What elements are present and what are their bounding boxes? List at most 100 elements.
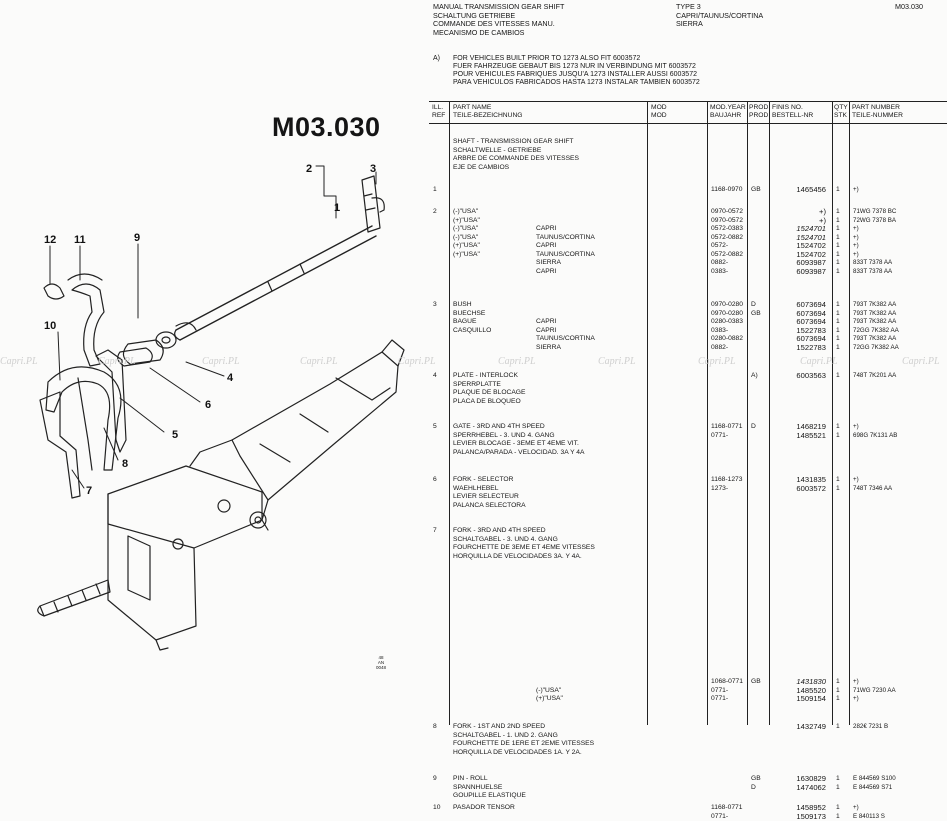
callout-3: 3 xyxy=(370,163,376,175)
ill-ref: 4 xyxy=(433,372,437,379)
callout-10: 10 xyxy=(44,320,56,332)
cell-qty: 1 xyxy=(836,372,840,379)
watermark: Capri.PL xyxy=(202,356,240,367)
ill-ref: 6 xyxy=(433,476,437,483)
part-name: PASADOR TENSOR xyxy=(453,804,515,811)
callout-8: 8 xyxy=(122,458,128,470)
watermark: Capri.PL xyxy=(0,356,38,367)
diagram-corner-stamp: 48 AN 0048 xyxy=(376,655,387,670)
callout-5: 5 xyxy=(172,429,178,441)
callout-2: 2 xyxy=(306,163,312,175)
cell-prod: D xyxy=(751,423,756,430)
header-type-block: TYPE 3 CAPRI/TAUNUS/CORTINA SIERRA xyxy=(676,2,764,29)
gear-shift-drawing: 1 2 3 4 5 6 7 8 9 10 11 12 xyxy=(37,163,405,651)
cell-mod: (-)"USA"(+)"USA" xyxy=(536,686,563,703)
cell-part: +)698G 7K131 AB xyxy=(853,423,898,439)
cell-qty: 1 xyxy=(836,723,840,730)
ill-ref: 3 xyxy=(433,301,437,308)
header-title-block: MANUAL TRANSMISSION GEAR SHIFT SCHALTUNG… xyxy=(433,2,565,37)
watermark: Capri.PL xyxy=(300,356,338,367)
cell-part: +)748T 7346 AA xyxy=(853,476,893,492)
callout-7: 7 xyxy=(86,485,92,497)
cell-part: +)71WG 7230 AA+) xyxy=(853,678,896,702)
watermark: Capri.PL xyxy=(902,356,940,367)
ill-ref: 9 xyxy=(433,775,437,782)
ill-ref: 2 xyxy=(433,208,437,215)
part-name: (-)"USA"(+)"USA"(-)"USA"(-)"USA"(+)"USA"… xyxy=(453,208,480,258)
watermark: Capri.PL xyxy=(698,356,736,367)
cell-part: 282€ 7231 B xyxy=(853,723,889,730)
note-label: A) xyxy=(433,55,440,62)
cell-prod: GB xyxy=(751,186,761,193)
col-ill: ILL.REF xyxy=(432,104,446,119)
header-page-code: M03.030 xyxy=(895,2,923,11)
cell-fins: 6003563 xyxy=(796,371,826,380)
cell-part: 748T 7K201 AA xyxy=(853,372,897,379)
diagram-code: M03.030 xyxy=(272,112,381,142)
ill-ref: 1 xyxy=(433,186,437,193)
exploded-diagram: 1 2 3 4 5 6 7 8 9 10 11 12 M03.030 48 AN… xyxy=(0,0,425,725)
cell-fins: 1465456 xyxy=(796,185,826,194)
cell-part: +) xyxy=(853,186,859,193)
callout-11: 11 xyxy=(74,234,86,246)
cell-qty: 1 xyxy=(836,186,840,193)
cell-part: +)E 840113 S xyxy=(853,804,885,820)
watermark: Capri.PL xyxy=(800,356,838,367)
callout-1: 1 xyxy=(334,202,340,214)
watermark: Capri.PL xyxy=(98,356,136,367)
watermark: Capri.PL xyxy=(498,356,536,367)
callout-9: 9 xyxy=(134,232,140,244)
table-top-rule xyxy=(429,101,947,102)
ill-ref: 5 xyxy=(433,423,437,430)
callout-4: 4 xyxy=(227,372,234,384)
watermark: Capri.PL xyxy=(398,356,436,367)
col-finis-no: FINIS NO.BESTELL-NR xyxy=(772,104,814,119)
callout-6: 6 xyxy=(205,399,211,411)
cell-year: 1168-0970 xyxy=(711,186,743,193)
callout-12: 12 xyxy=(44,234,56,246)
ill-ref: 8 xyxy=(433,723,437,730)
cell-prod: GB xyxy=(751,678,761,685)
ill-ref: 7 xyxy=(433,527,437,534)
